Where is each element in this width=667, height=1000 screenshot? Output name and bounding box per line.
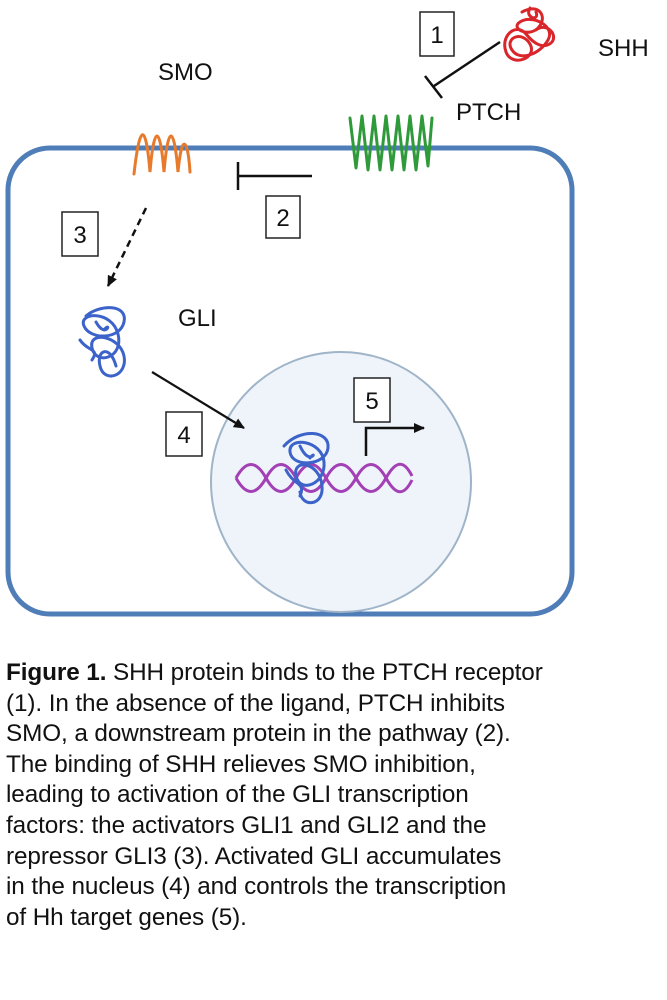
caption-line-4: The binding of SHH relieves SMO inhibiti… (6, 750, 476, 778)
cell-membrane (5, 145, 575, 617)
hedgehog-pathway-diagram: 1 2 3 4 5 SHH SMO PTCH GLI (5, 6, 649, 617)
smo-label: SMO (158, 59, 213, 86)
step-box-2: 2 (265, 195, 301, 239)
figure-caption: Figure 1. SHH protein binds to the PTCH … (6, 658, 656, 933)
shh-ligand (503, 6, 555, 62)
caption-line-9: of Hh target genes (5). (6, 903, 247, 931)
svg-text:5: 5 (365, 388, 378, 415)
caption-line-6: factors: the activators GLI1 and GLI2 an… (6, 811, 487, 839)
nucleus (210, 351, 472, 613)
shh-label: SHH (598, 35, 649, 62)
gli-bound-protein (282, 432, 330, 504)
caption-line-8: in the nucleus (4) and controls the tran… (6, 873, 507, 901)
caption-line-2: (1). In the absence of the ligand, PTCH … (6, 689, 505, 717)
gli-label: GLI (178, 305, 217, 332)
caption-title: Figure 1. (6, 659, 107, 686)
caption-line-1: Figure 1. SHH protein binds to the PTCH … (6, 659, 543, 686)
gli-protein (78, 306, 126, 378)
caption-line-7: repressor GLI3 (3). Activated GLI accumu… (6, 842, 502, 870)
step-box-5: 5 (353, 377, 391, 423)
svg-text:4: 4 (177, 422, 190, 449)
dna-strand-b (234, 462, 414, 493)
step-box-1: 1 (419, 11, 455, 57)
step-box-3: 3 (61, 211, 99, 257)
transcription-arrow (364, 423, 425, 456)
shh-ptch-inhibition (433, 40, 501, 88)
svg-text:3: 3 (73, 222, 86, 249)
caption-line-5: leading to activation of the GLI transcr… (6, 781, 469, 809)
ptch-receptor (348, 114, 434, 172)
svg-text:2: 2 (276, 205, 289, 232)
svg-text:1: 1 (430, 22, 443, 49)
step-box-4: 4 (165, 411, 203, 457)
gli-nucleus-arrow (151, 371, 245, 429)
caption-line-3: SMO, a downstream protein in the pathway… (6, 720, 511, 748)
smo-receptor (132, 133, 192, 176)
smo-gli-arrow (106, 207, 148, 287)
ptch-label: PTCH (456, 99, 521, 126)
shh-ptch-inhibition-bar (424, 75, 443, 99)
